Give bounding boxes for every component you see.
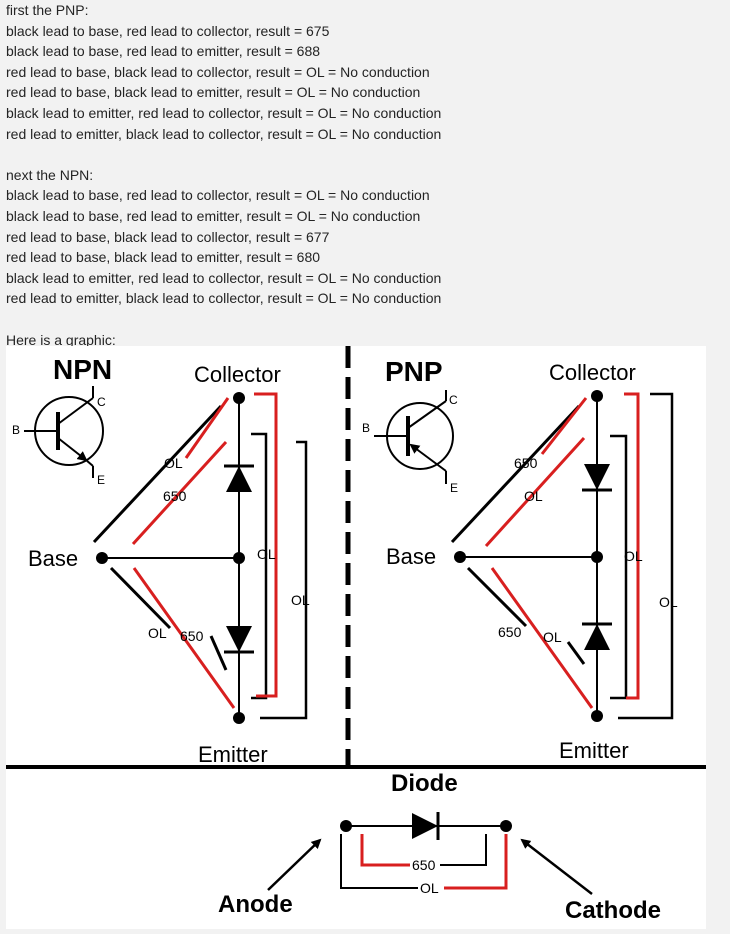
pnp-lower-red-reading: 650	[498, 624, 522, 640]
pnp-lower-red-lead	[490, 567, 594, 709]
pnp-inner-black-bracket	[610, 434, 628, 700]
npn-symbol-c-label: C	[97, 395, 106, 409]
pnp-upper-red-lead-2	[540, 397, 588, 455]
npn-lower-diode-icon	[224, 626, 254, 654]
pnp-symbol-c-label: C	[449, 393, 458, 407]
npn-title: NPN	[53, 354, 112, 385]
npn-inner-black-bracket	[251, 432, 268, 700]
reading-line: black lead to base, red lead to collecto…	[6, 187, 430, 204]
npn-inner-reading: OL	[257, 546, 276, 562]
text-block: first the PNP: black lead to base, red l…	[6, 0, 441, 350]
transistor-diagram: NPN B C E Collector Base Emitter	[6, 346, 706, 929]
reading-line: red lead to base, black lead to collecto…	[6, 228, 330, 245]
pnp-lower-black-lead	[466, 566, 528, 628]
npn-upper-red-lead	[131, 440, 228, 546]
pnp-red-bracket	[624, 392, 640, 700]
reading-line: black lead to emitter, red lead to colle…	[6, 269, 442, 286]
pnp-junction-node	[591, 551, 603, 563]
reading-line: black lead to base, red lead to collecto…	[6, 22, 330, 39]
graphic-intro: Here is a graphic:	[6, 331, 116, 348]
pnp-heading: first the PNP:	[6, 2, 89, 18]
pnp-lower-black-reading: OL	[543, 629, 562, 645]
pnp-base-label: Base	[386, 544, 436, 569]
npn-collector-node	[233, 392, 245, 404]
npn-upper-red-lead-2	[184, 397, 230, 459]
pnp-collector-label: Collector	[549, 360, 636, 385]
npn-symbol-b-label: B	[12, 423, 20, 437]
diode-cathode-node	[500, 820, 512, 832]
npn-upper-red-reading: 650	[163, 488, 187, 504]
diode-red-reading: 650	[412, 857, 436, 873]
npn-lower-black-lead-2	[209, 635, 228, 671]
npn-transistor-symbol-icon	[24, 386, 104, 478]
pnp-emitter-node	[591, 710, 603, 722]
pnp-collector-node	[591, 390, 603, 402]
diode-black-bracket-right	[444, 834, 508, 890]
pnp-upper-black-reading: OL	[524, 488, 543, 504]
cathode-arrow-icon	[520, 838, 593, 895]
spacer	[6, 144, 441, 165]
reading-line: red lead to base, black lead to collecto…	[6, 63, 430, 80]
npn-red-bracket	[254, 392, 278, 698]
npn-junction-node	[233, 552, 245, 564]
diode-black-reading: OL	[420, 880, 439, 896]
npn-upper-black-reading: OL	[164, 455, 183, 471]
npn-outer-black-bracket	[260, 440, 308, 720]
pnp-lower-black-lead-2	[566, 641, 586, 665]
npn-emitter-node	[233, 712, 245, 724]
diode-red-bracket	[360, 834, 410, 867]
npn-upper-black-lead	[92, 404, 223, 544]
pnp-title: PNP	[385, 356, 443, 387]
npn-emitter-label: Emitter	[198, 742, 268, 767]
pnp-symbol-b-label: B	[362, 421, 370, 435]
reading-line: red lead to base, black lead to emitter,…	[6, 249, 321, 266]
npn-upper-diode-icon	[224, 464, 254, 492]
reading-line: red lead to emitter, black lead to colle…	[6, 290, 442, 307]
npn-lower-black-lead	[109, 566, 172, 630]
diode-red-bracket-right	[440, 834, 487, 866]
pnp-upper-diode-icon	[582, 464, 612, 492]
diode-symbol-icon	[412, 812, 440, 840]
reading-line: black lead to emitter, red lead to colle…	[6, 104, 442, 121]
pnp-upper-black-lead	[450, 404, 581, 544]
pnp-base-node	[454, 551, 466, 563]
npn-readings: black lead to base, red lead to collecto…	[6, 185, 441, 309]
cathode-label: Cathode	[565, 897, 661, 924]
pnp-outer-reading: OL	[659, 594, 678, 610]
pnp-circuit	[460, 396, 598, 716]
pnp-panel: PNP B C E Collector Base Emitter	[362, 356, 678, 763]
pnp-upper-red-reading: 650	[514, 455, 538, 471]
pnp-upper-red-lead	[484, 436, 586, 548]
npn-lower-red-lead	[132, 567, 236, 709]
pnp-readings: black lead to base, red lead to collecto…	[6, 21, 441, 145]
reading-line: red lead to emitter, black lead to colle…	[6, 125, 442, 142]
npn-heading: next the NPN:	[6, 166, 94, 183]
npn-outer-reading: OL	[291, 592, 310, 608]
npn-panel: NPN B C E Collector Base Emitter	[12, 354, 310, 767]
pnp-outer-black-bracket	[618, 392, 674, 720]
spacer	[6, 309, 441, 330]
npn-symbol-e-label: E	[97, 473, 105, 487]
npn-lower-black-reading: OL	[148, 625, 167, 641]
diode-black-bracket	[340, 834, 418, 889]
npn-circuit	[102, 398, 240, 718]
diode-title: Diode	[391, 770, 458, 797]
npn-lower-red-reading: 650	[180, 628, 204, 644]
npn-base-node	[96, 552, 108, 564]
npn-base-label: Base	[28, 546, 78, 571]
reading-line: black lead to base, red lead to emitter,…	[6, 207, 421, 224]
pnp-emitter-label: Emitter	[559, 738, 629, 763]
pnp-symbol-e-label: E	[450, 481, 458, 495]
pnp-inner-reading: OL	[624, 548, 643, 564]
npn-collector-label: Collector	[194, 362, 281, 387]
reading-line: black lead to base, red lead to emitter,…	[6, 43, 321, 60]
reading-line: red lead to base, black lead to emitter,…	[6, 84, 421, 101]
diode-panel: Diode 650 OL Anode Cathode	[218, 770, 661, 924]
diode-anode-node	[340, 820, 352, 832]
anode-arrow-icon	[267, 838, 322, 891]
pnp-lower-diode-icon	[582, 622, 612, 650]
anode-label: Anode	[218, 891, 293, 918]
pnp-transistor-symbol-icon	[374, 390, 454, 484]
